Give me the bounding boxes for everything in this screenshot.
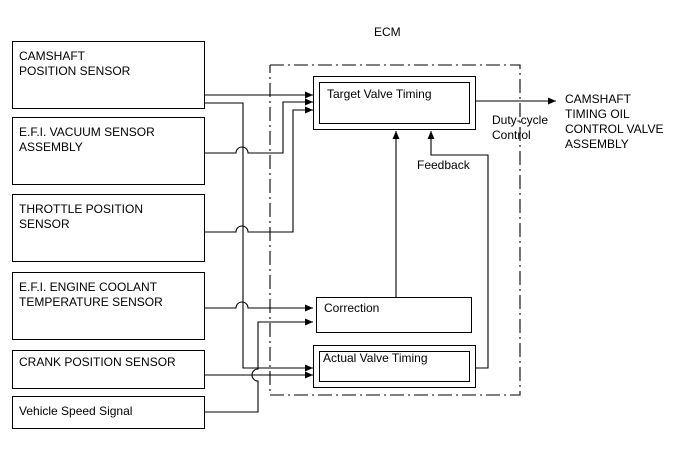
- correction-label: Correction: [324, 301, 380, 315]
- camshaft-bus-line: [205, 102, 313, 372]
- camshaft-position-sensor-box: CAMSHAFT POSITION SENSOR: [12, 41, 205, 109]
- coolant-to-correction-line: [205, 301, 313, 312]
- crank-position-sensor-label: CRANK POSITION SENSOR: [19, 355, 176, 369]
- actual-valve-timing-inner: Actual Valve Timing: [319, 351, 470, 382]
- vehicle-speed-signal-label: Vehicle Speed Signal: [19, 404, 133, 418]
- target-valve-timing-inner: Target Valve Timing: [319, 82, 470, 124]
- output-valve-label: CAMSHAFT TIMING OIL CONTROL VALVE ASSEMB…: [565, 92, 664, 151]
- throttle-to-target-line: [205, 106, 313, 233]
- target-valve-timing-label: Target Valve Timing: [327, 87, 432, 101]
- efi-coolant-temperature-sensor-label: E.F.I. ENGINE COOLANT TEMPERATURE SENSOR: [19, 280, 163, 309]
- feedback-label: Feedback: [417, 158, 470, 172]
- actual-valve-timing-block: Actual Valve Timing: [313, 345, 476, 388]
- efi-coolant-temperature-sensor-box: E.F.I. ENGINE COOLANT TEMPERATURE SENSOR: [12, 272, 205, 340]
- efi-vacuum-sensor-label: E.F.I. VACUUM SENSOR ASSEMBLY: [19, 125, 155, 154]
- feedback-line: [427, 131, 489, 369]
- duty-cycle-control-label: Duty-cycle Control: [492, 113, 549, 142]
- throttle-position-sensor-label: THROTTLE POSITION SENSOR: [19, 202, 144, 231]
- ecm-boundary: [269, 64, 521, 396]
- vacuum-to-target-line: [205, 98, 313, 154]
- target-valve-timing-block: Target Valve Timing: [313, 76, 476, 130]
- ecm-label: ECM: [374, 25, 401, 39]
- efi-vacuum-sensor-box: E.F.I. VACUUM SENSOR ASSEMBLY: [12, 117, 205, 185]
- crank-position-sensor-box: CRANK POSITION SENSOR: [12, 350, 205, 389]
- camshaft-position-sensor-label: CAMSHAFT POSITION SENSOR: [19, 49, 131, 78]
- throttle-position-sensor-box: THROTTLE POSITION SENSOR: [12, 194, 205, 262]
- vehicle-speed-signal-box: Vehicle Speed Signal: [12, 396, 205, 429]
- correction-block: Correction: [316, 297, 472, 333]
- speed-to-correction-line: [205, 318, 313, 413]
- actual-valve-timing-label: Actual Valve Timing: [323, 351, 428, 365]
